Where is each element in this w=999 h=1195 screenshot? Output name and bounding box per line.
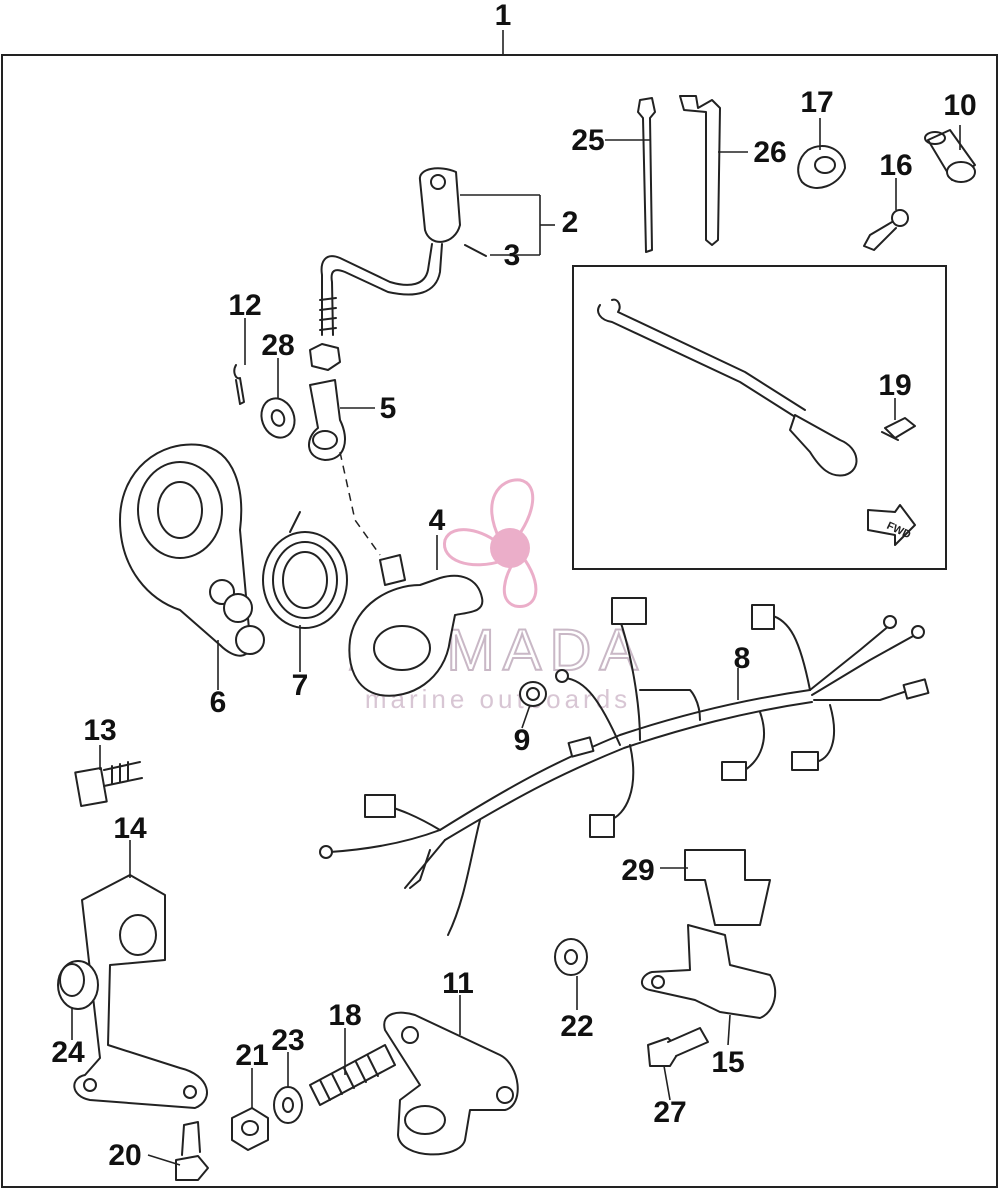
clip-17: [797, 145, 846, 189]
terminal-16: [863, 209, 909, 251]
callout-7: 7: [292, 669, 309, 702]
link-rod-2: [319, 167, 461, 336]
cam-plate-4: [348, 554, 484, 697]
callout-20: 20: [108, 1139, 141, 1172]
callout-6: 6: [210, 686, 227, 719]
callout-18: 18: [328, 999, 361, 1032]
callout-14: 14: [113, 812, 147, 845]
throttle-cam-6: [119, 443, 265, 657]
stud-bolt-18: [309, 1044, 396, 1106]
plate-29: [684, 849, 771, 926]
grommet-9: [519, 681, 547, 707]
callout-16: 16: [879, 149, 912, 182]
washer-28: [260, 397, 296, 439]
callout-4: 4: [429, 504, 446, 537]
callout-10: 10: [943, 89, 976, 122]
callout-22: 22: [560, 1010, 593, 1043]
cable-tie-26: [679, 95, 721, 246]
callout-2: 2: [562, 206, 579, 239]
grommet-24: [57, 960, 99, 1010]
callout-29: 29: [621, 854, 654, 887]
callout-8: 8: [734, 642, 751, 675]
cable-tie-25: [637, 97, 656, 253]
callout-26: 26: [753, 136, 786, 169]
guide-line: [339, 451, 381, 556]
callout-21: 21: [235, 1039, 268, 1072]
watermark-logo: [443, 478, 538, 608]
nut-21: [231, 1107, 269, 1151]
control-rod-inset: [597, 298, 916, 546]
leader-lines: [71, 118, 961, 1166]
callout-25: 25: [571, 124, 604, 157]
callout-24: 24: [51, 1036, 85, 1069]
callout-28: 28: [261, 329, 294, 362]
bracket-11: [383, 1011, 519, 1156]
bolt-27: [647, 1027, 709, 1067]
callout-15: 15: [711, 1046, 744, 1079]
collar-10: [924, 129, 976, 183]
bracket-15: [641, 924, 777, 1019]
wire-harness-8: [319, 597, 930, 936]
joint-5: [308, 379, 346, 461]
callout-5: 5: [380, 392, 397, 425]
bolt-20: [175, 1121, 209, 1181]
washer-23: [273, 1086, 303, 1124]
callout-17: 17: [800, 86, 833, 119]
diagram-frame: [1, 54, 998, 1188]
pin-3: [464, 244, 487, 257]
callout-3: 3: [504, 239, 521, 272]
callout-13: 13: [83, 714, 116, 747]
cotter-pin-12: [233, 364, 245, 405]
callout-1: 1: [495, 0, 512, 32]
callout-27: 27: [653, 1096, 686, 1129]
nut-5a: [309, 343, 341, 371]
callout-12: 12: [228, 289, 261, 322]
screw-13: [74, 761, 143, 807]
callouts: 1 2 3 4 5 6 7 8 9 10 11 12 13 14 15 16 1…: [51, 0, 976, 1172]
callout-19: 19: [878, 369, 911, 402]
callout-23: 23: [271, 1024, 304, 1057]
bracket-14: [73, 874, 208, 1109]
spring-7: [262, 511, 348, 629]
washer-22: [554, 938, 588, 976]
inset-frame: [572, 265, 947, 570]
callout-11: 11: [442, 967, 474, 1000]
callout-9: 9: [514, 724, 531, 757]
